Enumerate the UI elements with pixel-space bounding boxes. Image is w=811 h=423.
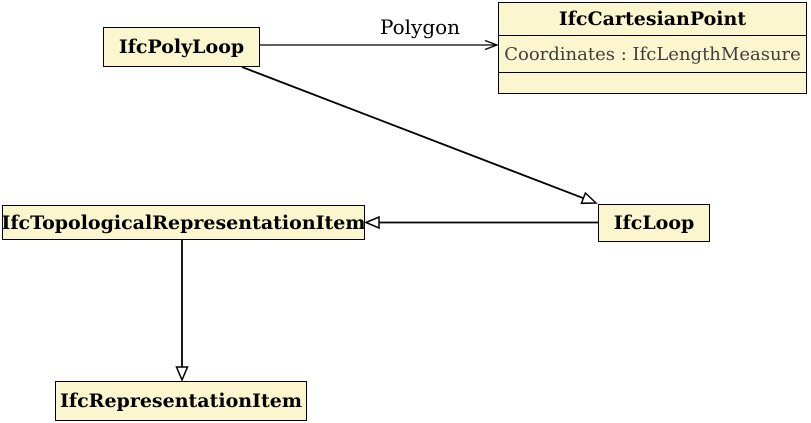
- class-name: IfcTopologicalRepresentationItem: [1, 211, 366, 234]
- class-attribute: Coordinates : IfcLengthMeasure: [499, 36, 806, 73]
- class-node-ifctopologicalrepresentationitem[interactable]: IfcTopologicalRepresentationItem: [1, 205, 366, 240]
- class-name: IfcCartesianPoint: [499, 3, 806, 36]
- edge-loop-to-topological-generalization: [364, 215, 598, 230]
- triangle-arrowhead-icon: [364, 215, 380, 230]
- triangle-arrowhead-icon: [175, 366, 189, 382]
- class-node-ifcpolyloop[interactable]: IfcPolyLoop: [103, 27, 260, 67]
- open-arrowhead-icon: [484, 39, 499, 51]
- class-node-ifcloop[interactable]: IfcLoop: [598, 204, 710, 242]
- class-node-ifccartesianpoint[interactable]: IfcCartesianPoint Coordinates : IfcLengt…: [498, 2, 807, 94]
- class-name: IfcLoop: [613, 212, 695, 234]
- class-node-ifcrepresentationitem[interactable]: IfcRepresentationItem: [55, 381, 307, 421]
- class-name: IfcRepresentationItem: [60, 390, 302, 412]
- operations-compartment-empty: [499, 73, 806, 93]
- edge-polygon-association: [260, 39, 499, 51]
- edge-topological-to-representation-generalization: [175, 240, 189, 382]
- triangle-arrowhead-icon: [580, 191, 598, 205]
- association-label-polygon: Polygon: [379, 15, 461, 39]
- edge-polyloop-to-loop-generalization: [241, 66, 598, 205]
- class-name: IfcPolyLoop: [118, 36, 245, 58]
